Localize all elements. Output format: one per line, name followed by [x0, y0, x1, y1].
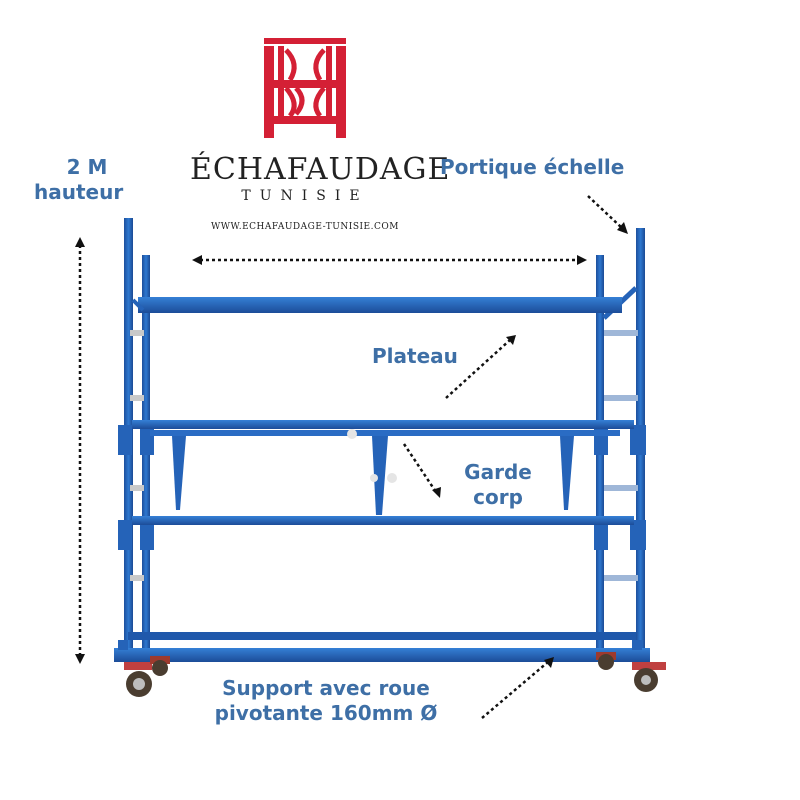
- wheel-front-right: [632, 662, 666, 692]
- support-line1: Support avec roue: [222, 676, 430, 700]
- wheel-rear-right: [596, 652, 616, 670]
- arrowheads: [75, 222, 628, 668]
- guardrail: [132, 420, 634, 515]
- wheel-front-left: [124, 662, 152, 697]
- garde-corp-line1: Garde: [464, 460, 532, 484]
- garde-corp-line2: corp: [473, 485, 523, 509]
- left-ladder-frame: [118, 218, 154, 663]
- brand-name: ÉCHAFAUDAGE: [190, 152, 451, 187]
- wheel-rear-left: [150, 656, 170, 676]
- portique-label: Portique échelle: [440, 155, 625, 179]
- plateau-label: Plateau: [372, 344, 458, 368]
- height-label-value: 2 M: [66, 155, 108, 179]
- garde-corp-label: Garde corp: [462, 460, 534, 510]
- mid-rail: [132, 516, 634, 525]
- base-frame: [114, 632, 650, 662]
- height-label-text: hauteur: [34, 180, 124, 204]
- dotted-arrow-icon: [78, 195, 623, 719]
- brand-url: WWW.ECHAFAUDAGE-TUNISIE.COM: [211, 222, 399, 232]
- support-label: Support avec roue pivotante 160mm Ø: [206, 676, 446, 726]
- height-label: 2 M hauteur: [34, 155, 123, 205]
- support-line2: pivotante 160mm Ø: [214, 701, 438, 725]
- platform-deck: [131, 297, 622, 313]
- brand-subtitle: TUNISIE: [241, 188, 369, 204]
